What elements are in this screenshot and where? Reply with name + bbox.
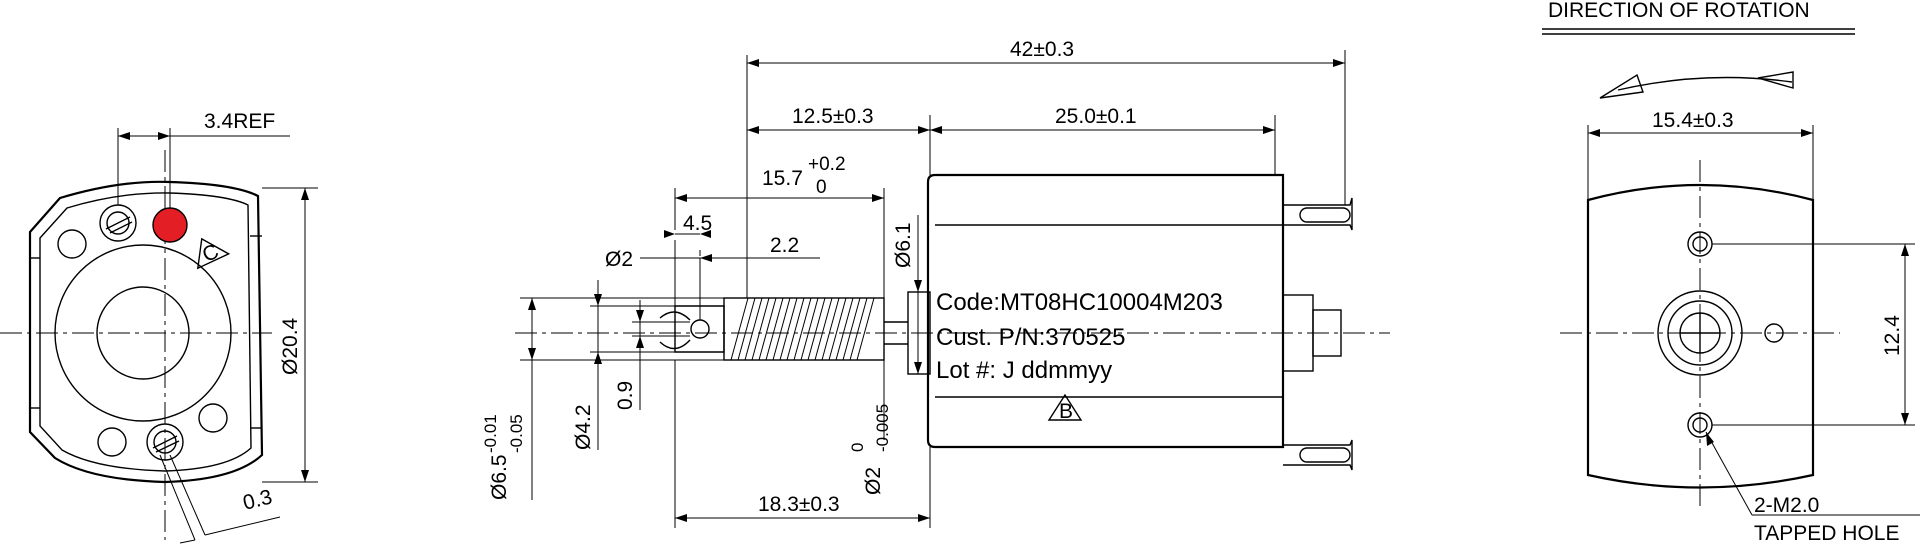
rotation-direction-arrow-icon	[1599, 71, 1794, 99]
side-dim-22: 2.2	[770, 234, 799, 257]
motor-can-outline	[926, 173, 1285, 449]
motor-label-code: Code:MT08HC10004M203	[936, 289, 1223, 316]
side-dim-shaft-tol-lower: -0.005	[873, 404, 892, 452]
side-dim-shaft: Ø2	[862, 467, 885, 495]
front-triangle-mark: C	[199, 240, 222, 267]
side-dim-d65-tol-upper: -0.01	[481, 414, 500, 453]
rear-note-line1: 2-M2.0	[1754, 494, 1819, 517]
worm-gear-icon	[723, 297, 885, 361]
side-dim-d65-tol-lower: -0.05	[507, 414, 526, 453]
rear-title: DIRECTION OF ROTATION	[1548, 0, 1810, 22]
side-dim-d2: Ø2	[605, 248, 633, 271]
side-dim-worm-len: 15.7	[762, 167, 803, 190]
side-dim-front: 12.5±0.3	[792, 105, 874, 128]
front-bearing-circle	[96, 286, 190, 380]
rear-dim-width: 15.4±0.3	[1652, 109, 1734, 132]
motor-label-lot: Lot #: J ddmmyy	[936, 357, 1112, 384]
side-dim-d42: Ø4.2	[572, 404, 595, 450]
side-dim-45: 4.5	[683, 212, 712, 235]
front-screw-top-icon	[99, 204, 137, 242]
front-dim-diameter: Ø20.4	[279, 317, 302, 375]
polarity-marker-dot	[152, 207, 188, 243]
rear-dim-holes: 12.4	[1881, 315, 1904, 356]
side-dim-overall: 42±0.3	[1010, 38, 1074, 61]
side-dim-d61: Ø6.1	[892, 222, 915, 268]
side-dim-shaft-tol-upper: 0	[848, 443, 867, 452]
front-view: C 3.4REF Ø20.4 0.3	[0, 110, 318, 544]
front-dim-angle: 0.3	[241, 485, 275, 514]
terminal-top-icon	[1283, 197, 1353, 231]
rear-body-outline	[1586, 183, 1815, 489]
side-dim-d65: Ø6.5	[488, 454, 511, 500]
front-triangle-mark-icon	[196, 237, 231, 270]
terminal-bottom-icon	[1283, 439, 1353, 471]
rear-note-line2: TAPPED HOLE	[1754, 522, 1899, 545]
side-dim-bottom: 18.3±0.3	[758, 493, 840, 516]
front-screw-bottom-icon	[146, 423, 184, 461]
side-view: Ø6.5 -0.01 -0.05 Ø4.2 0.9 Ø2 4.5 2.2 1	[481, 38, 1390, 528]
side-dim-09: 0.9	[614, 381, 637, 410]
front-outer-ring	[54, 244, 232, 422]
rear-view: DIRECTION OF ROTATION 15.4±0.3	[1542, 0, 1920, 545]
front-dim-ref: 3.4REF	[204, 110, 275, 133]
side-triangle-mark: B	[1059, 400, 1073, 423]
side-triangle-mark-icon	[1047, 393, 1083, 421]
side-dim-worm-len-tol-upper: +0.2	[808, 154, 846, 175]
side-dim-body: 25.0±0.1	[1055, 105, 1137, 128]
side-dim-worm-len-tol-lower: 0	[816, 177, 827, 198]
motor-label-pn: Cust. P/N:370525	[936, 324, 1125, 351]
rear-boss-outer	[1657, 290, 1743, 376]
front-body-outline	[28, 180, 264, 484]
